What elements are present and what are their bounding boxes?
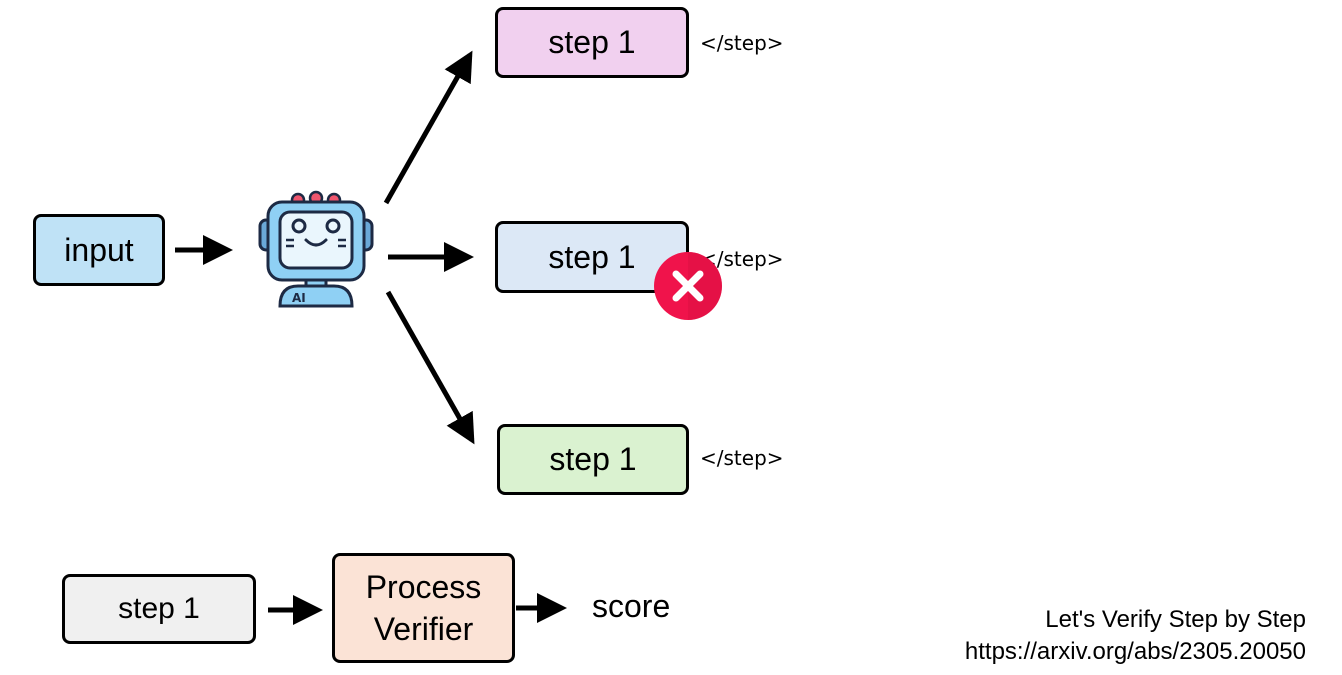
robot-ai-icon: AI	[258, 190, 374, 308]
arrow-model-to-step-bottom	[385, 290, 475, 445]
end-tag-top: </step>	[700, 31, 784, 55]
citation-title: Let's Verify Step by Step	[1045, 606, 1306, 633]
step-box-top: step 1	[495, 7, 689, 78]
step-label: step 1	[548, 24, 636, 60]
input-label: input	[64, 231, 134, 268]
end-tag-bottom: </step>	[700, 446, 784, 470]
step-label: step 1	[548, 238, 636, 275]
citation: Let's Verify Step by Step https://arxiv.…	[965, 604, 1306, 668]
step-box-verify: step 1	[62, 574, 256, 644]
svg-text:AI: AI	[292, 291, 306, 305]
step-label: step 1	[549, 441, 637, 477]
red-x-icon	[654, 252, 722, 320]
process-verifier-box: Process Verifier	[332, 553, 515, 663]
arrow-model-to-step-top	[383, 50, 473, 205]
verifier-label-line1: Process	[365, 569, 482, 605]
citation-url: https://arxiv.org/abs/2305.20050	[964, 638, 1306, 665]
score-label: score	[592, 588, 671, 624]
step-label: step 1	[118, 592, 200, 625]
verifier-label-line2: Verifier	[373, 611, 474, 647]
step-box-bottom: step 1	[497, 424, 689, 495]
input-box: input	[33, 214, 165, 286]
